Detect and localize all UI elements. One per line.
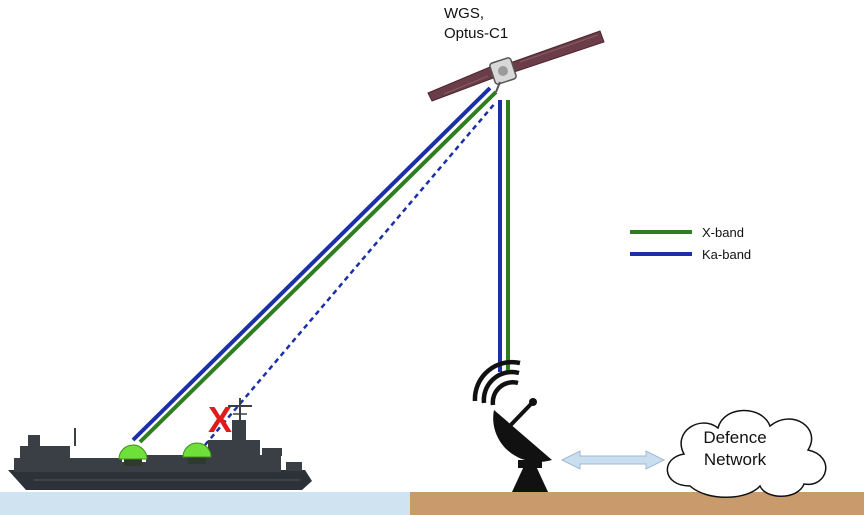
ship-icon: [8, 398, 312, 490]
x-band-link-ship: [138, 90, 498, 444]
link-arrow: [560, 450, 666, 470]
cloud-icon: [666, 409, 827, 498]
sea-surface: [0, 492, 410, 515]
network-label-line2: Network: [703, 450, 767, 469]
ground-station-uplink: [498, 100, 510, 372]
satellite-label: WGS, Optus-C1: [444, 4, 508, 44]
legend: X-band Ka-band: [630, 221, 751, 265]
defence-network-label: Defence Network: [680, 427, 790, 471]
ship-antenna-dome-2: [182, 442, 212, 464]
legend-label-kaband: Ka-band: [702, 246, 752, 262]
legend-swatch-kaband: [630, 252, 692, 256]
ship-uplink: [131, 86, 498, 444]
ground-station-dish-icon: [472, 359, 552, 492]
satellite-icon: [427, 30, 605, 102]
satellite-label-line2: Optus-C1: [444, 25, 509, 42]
link-failure-marker: X: [208, 399, 233, 440]
legend-swatch-xband: [630, 230, 692, 234]
legend-item-kaband: Ka-band: [630, 243, 751, 265]
ka-band-link-ship: [131, 86, 492, 442]
ground-surface: [410, 492, 864, 515]
satellite-label-line1: WGS,: [444, 5, 484, 22]
legend-item-xband: X-band: [630, 221, 751, 243]
legend-label-xband: X-band: [702, 224, 744, 240]
blocked-ka-band-link: [204, 101, 497, 446]
network-label-line1: Defence: [703, 428, 767, 447]
ship-antenna-dome-1: [118, 444, 148, 466]
